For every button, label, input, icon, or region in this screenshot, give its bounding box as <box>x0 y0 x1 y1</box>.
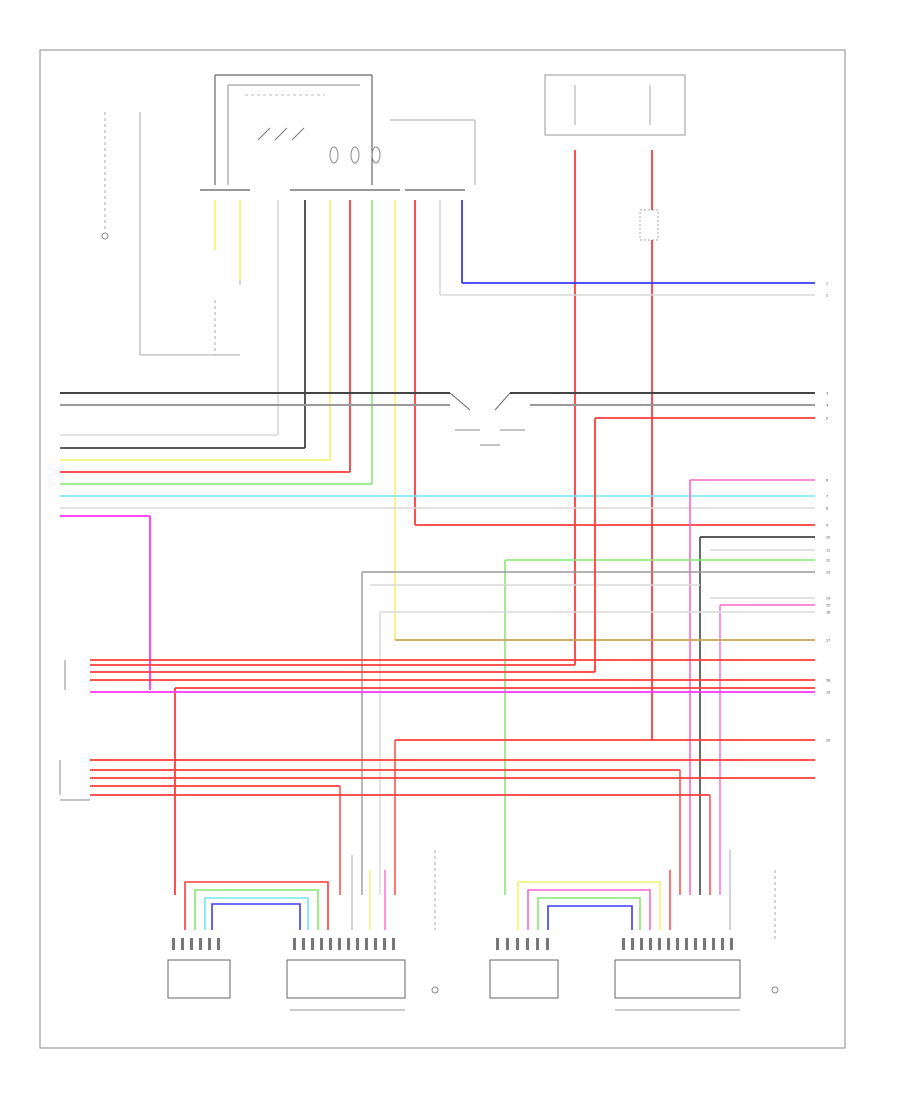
top-center-switch-group <box>200 74 476 191</box>
top-vertical-wires <box>214 150 653 740</box>
horizontal-bus-wires <box>60 282 815 895</box>
connector-pin <box>516 938 519 950</box>
connector-pin <box>649 938 652 950</box>
ref-number: 13 <box>826 571 830 575</box>
connector-pin <box>536 938 539 950</box>
ref-number: 20 <box>826 739 830 743</box>
connector-pin <box>356 938 359 950</box>
connector-box-1 <box>167 959 231 999</box>
ref-number: 12 <box>826 559 830 563</box>
connector-pin <box>506 938 509 950</box>
ref-number: 8 <box>826 507 828 511</box>
diagram-frame <box>39 49 846 1049</box>
connector-pin <box>685 938 688 950</box>
connector-pin <box>392 938 395 950</box>
ref-number: 4 <box>826 404 828 408</box>
ref-number: 19 <box>826 691 830 695</box>
connector-pin <box>703 938 706 950</box>
connector-box-4 <box>614 959 741 999</box>
connector-pin <box>199 938 202 950</box>
connector-pin <box>383 938 386 950</box>
connector-pin <box>329 938 332 950</box>
ref-number: 3 <box>826 392 828 396</box>
connector-pin <box>302 938 305 950</box>
connector-pin <box>667 938 670 950</box>
connector-pin <box>730 938 733 950</box>
connector-pin <box>217 938 220 950</box>
ref-number: 7 <box>826 495 828 499</box>
connector-pin <box>631 938 634 950</box>
connector-pin <box>546 938 549 950</box>
connector-pin <box>712 938 715 950</box>
connector-pin <box>374 938 377 950</box>
connector-pin <box>190 938 193 950</box>
ref-number: 2 <box>826 294 828 298</box>
connector-pin <box>694 938 697 950</box>
connector-pin <box>338 938 341 950</box>
ref-number: 6 <box>826 479 828 483</box>
connector-pin <box>640 938 643 950</box>
connector-pin <box>526 938 529 950</box>
ref-number: 11 <box>826 549 830 553</box>
connector-pin <box>311 938 314 950</box>
connector-pin <box>676 938 679 950</box>
connector-pin <box>721 938 724 950</box>
ref-number: 9 <box>826 524 828 528</box>
ref-number: 1 <box>826 282 828 286</box>
connector-pin <box>208 938 211 950</box>
connector-box-3 <box>489 959 559 999</box>
connector-pin <box>320 938 323 950</box>
top-left-switch-group <box>101 112 240 356</box>
connector-pin <box>293 938 296 950</box>
connector-pin <box>347 938 350 950</box>
ref-number: 16 <box>826 611 830 615</box>
bottom-wire-loops <box>184 850 776 940</box>
connector-box-2 <box>286 959 406 999</box>
connector-pin <box>365 938 368 950</box>
ref-number: 17 <box>826 639 830 643</box>
connector-pin <box>658 938 661 950</box>
ref-number: 15 <box>826 604 830 608</box>
ref-number: 18 <box>826 679 830 683</box>
connector-pin <box>622 938 625 950</box>
connector-pins <box>172 938 733 950</box>
ref-number: 14 <box>826 597 830 601</box>
ref-number: 10 <box>826 536 830 540</box>
ref-number: 5 <box>826 417 828 421</box>
connector-pin <box>181 938 184 950</box>
center-relay-group <box>449 392 525 446</box>
bottom-connectors <box>167 959 779 1011</box>
left-components <box>59 660 90 801</box>
top-right-fuse-group <box>544 74 686 241</box>
connector-pin <box>172 938 175 950</box>
connector-pin <box>496 938 499 950</box>
